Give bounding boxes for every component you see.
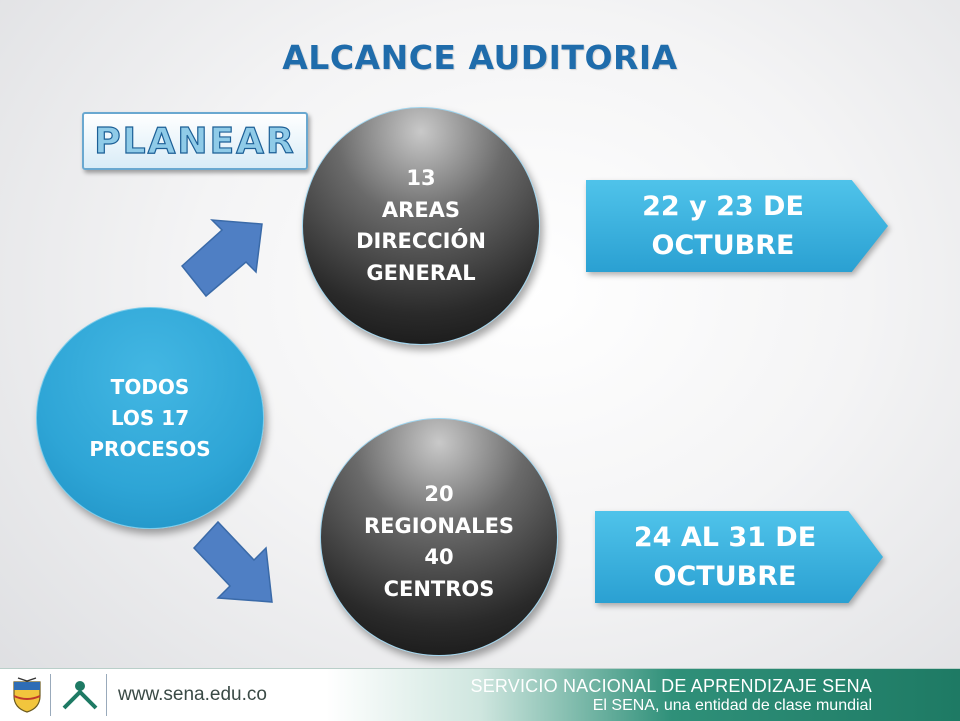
banner-shape	[586, 180, 888, 272]
planear-text: PLANEAR	[94, 120, 296, 162]
banner-line: OCTUBRE	[653, 561, 797, 592]
circle-line: DIRECCIÓN	[356, 229, 486, 253]
banner-line: OCTUBRE	[651, 230, 795, 261]
banner-line: 24 AL 31 DE	[633, 521, 817, 553]
circle-line: AREAS	[381, 197, 461, 222]
banner-text: 22 y 23 DE OCTUBRE	[642, 187, 832, 265]
circle-line: 20	[424, 482, 454, 506]
footer-divider	[106, 674, 107, 716]
footer-slogan: El SENA, una entidad de clase mundial	[592, 697, 872, 714]
page-title: ALCANCE AUDITORIA	[282, 38, 678, 77]
regionales-centros-circle: 20 REGIONALES 40 CENTROS	[320, 418, 558, 656]
circle-line: CENTROS	[383, 576, 495, 601]
banner-line: 22 y 23 DE	[642, 190, 804, 222]
circle-line: PROCESOS	[89, 436, 211, 461]
banner-text: 24 AL 31 DE OCTUBRE	[634, 518, 844, 596]
footer-org-name: SERVICIO NACIONAL DE APRENDIZAJE SENA	[470, 676, 872, 696]
footer-url-link[interactable]: www.sena.edu.co	[118, 684, 267, 705]
footer-bar	[0, 668, 960, 721]
todos-procesos-circle: TODOS LOS 17 PROCESOS	[36, 307, 264, 529]
date-banner-bottom: 24 AL 31 DE OCTUBRE	[595, 511, 883, 603]
circle-line: TODOS	[110, 374, 190, 399]
arrow-up-right-icon	[180, 219, 263, 298]
planear-label: PLANEAR	[82, 112, 308, 170]
regionales-centros-text: 20 REGIONALES 40 CENTROS	[364, 469, 514, 605]
arrow-down-right-icon	[192, 520, 273, 603]
todos-procesos-text: TODOS LOS 17 PROCESOS	[89, 372, 210, 465]
date-banner-top: 22 y 23 DE OCTUBRE	[586, 180, 888, 272]
banner-shape	[595, 511, 883, 603]
footer-divider	[50, 674, 51, 716]
circle-line: GENERAL	[366, 260, 476, 285]
direccion-general-text: 13 AREAS DIRECCIÓN GENERAL	[356, 163, 486, 289]
sena-logo-icon	[62, 681, 98, 710]
circle-line: 40	[424, 545, 454, 569]
circle-line: 13	[406, 166, 436, 190]
colombia-shield-icon	[13, 677, 41, 713]
circle-line: REGIONALES	[363, 513, 515, 538]
direccion-general-circle: 13 AREAS DIRECCIÓN GENERAL	[302, 107, 540, 345]
circle-line: LOS 17	[110, 405, 190, 430]
